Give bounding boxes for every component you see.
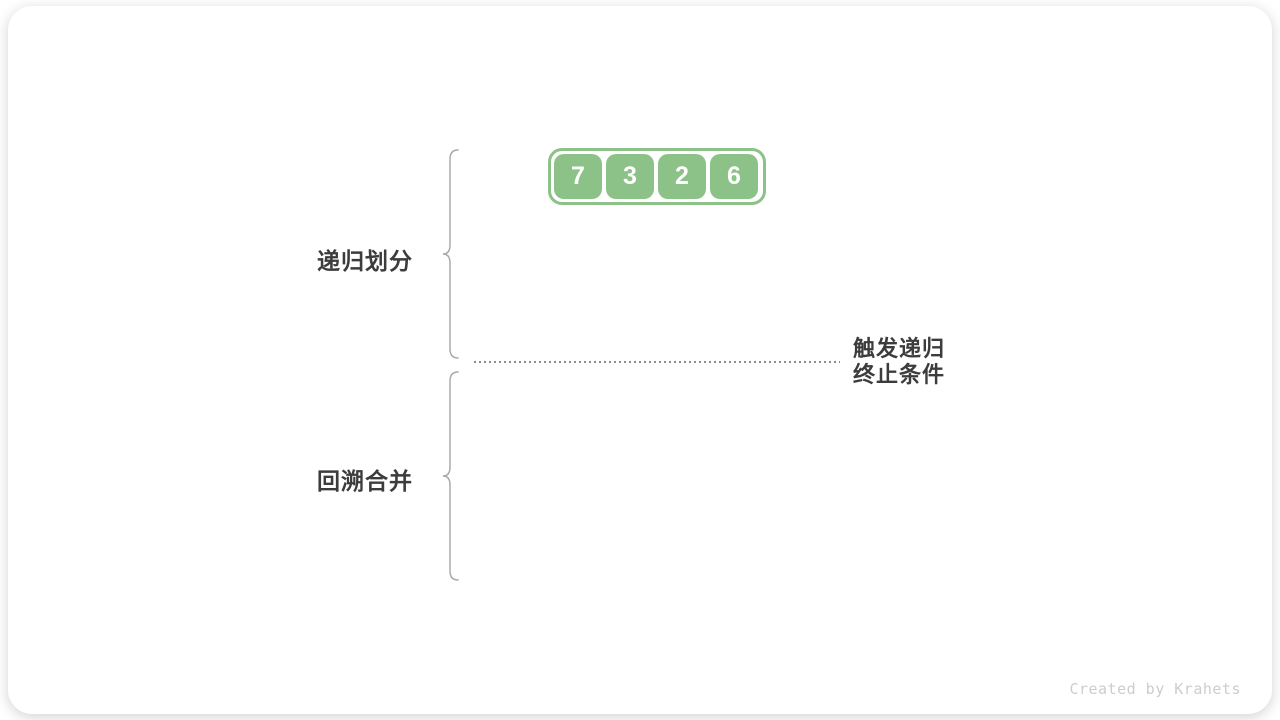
terminate-condition-line2: 终止条件	[853, 362, 946, 387]
watermark-credit: Created by Krahets	[1069, 680, 1241, 698]
array-cell: 3	[606, 154, 654, 199]
array-cell: 7	[554, 154, 602, 199]
array-cell: 2	[658, 154, 706, 199]
curly-brace-top-icon	[442, 149, 459, 359]
array-cell-value: 7	[571, 162, 585, 190]
array-cell-value: 2	[675, 162, 689, 190]
phase-label-backtrack-merge: 回溯合并	[317, 468, 413, 494]
phase-label-recursive-partition: 递归划分	[317, 248, 413, 274]
array-cell: 6	[710, 154, 758, 199]
terminate-condition-line1: 触发递归	[853, 336, 946, 361]
array-cell-value: 3	[623, 162, 637, 190]
terminate-condition-label: 触发递归 终止条件	[853, 336, 945, 388]
diagram-card: 7 3 2 6 递归划分 回溯合并 触发递归 终止条件 Created by K…	[8, 6, 1272, 714]
curly-brace-bottom-icon	[442, 371, 459, 581]
recursion-terminate-divider	[474, 361, 840, 363]
array-container: 7 3 2 6	[548, 148, 766, 205]
array-cell-value: 6	[727, 162, 741, 190]
